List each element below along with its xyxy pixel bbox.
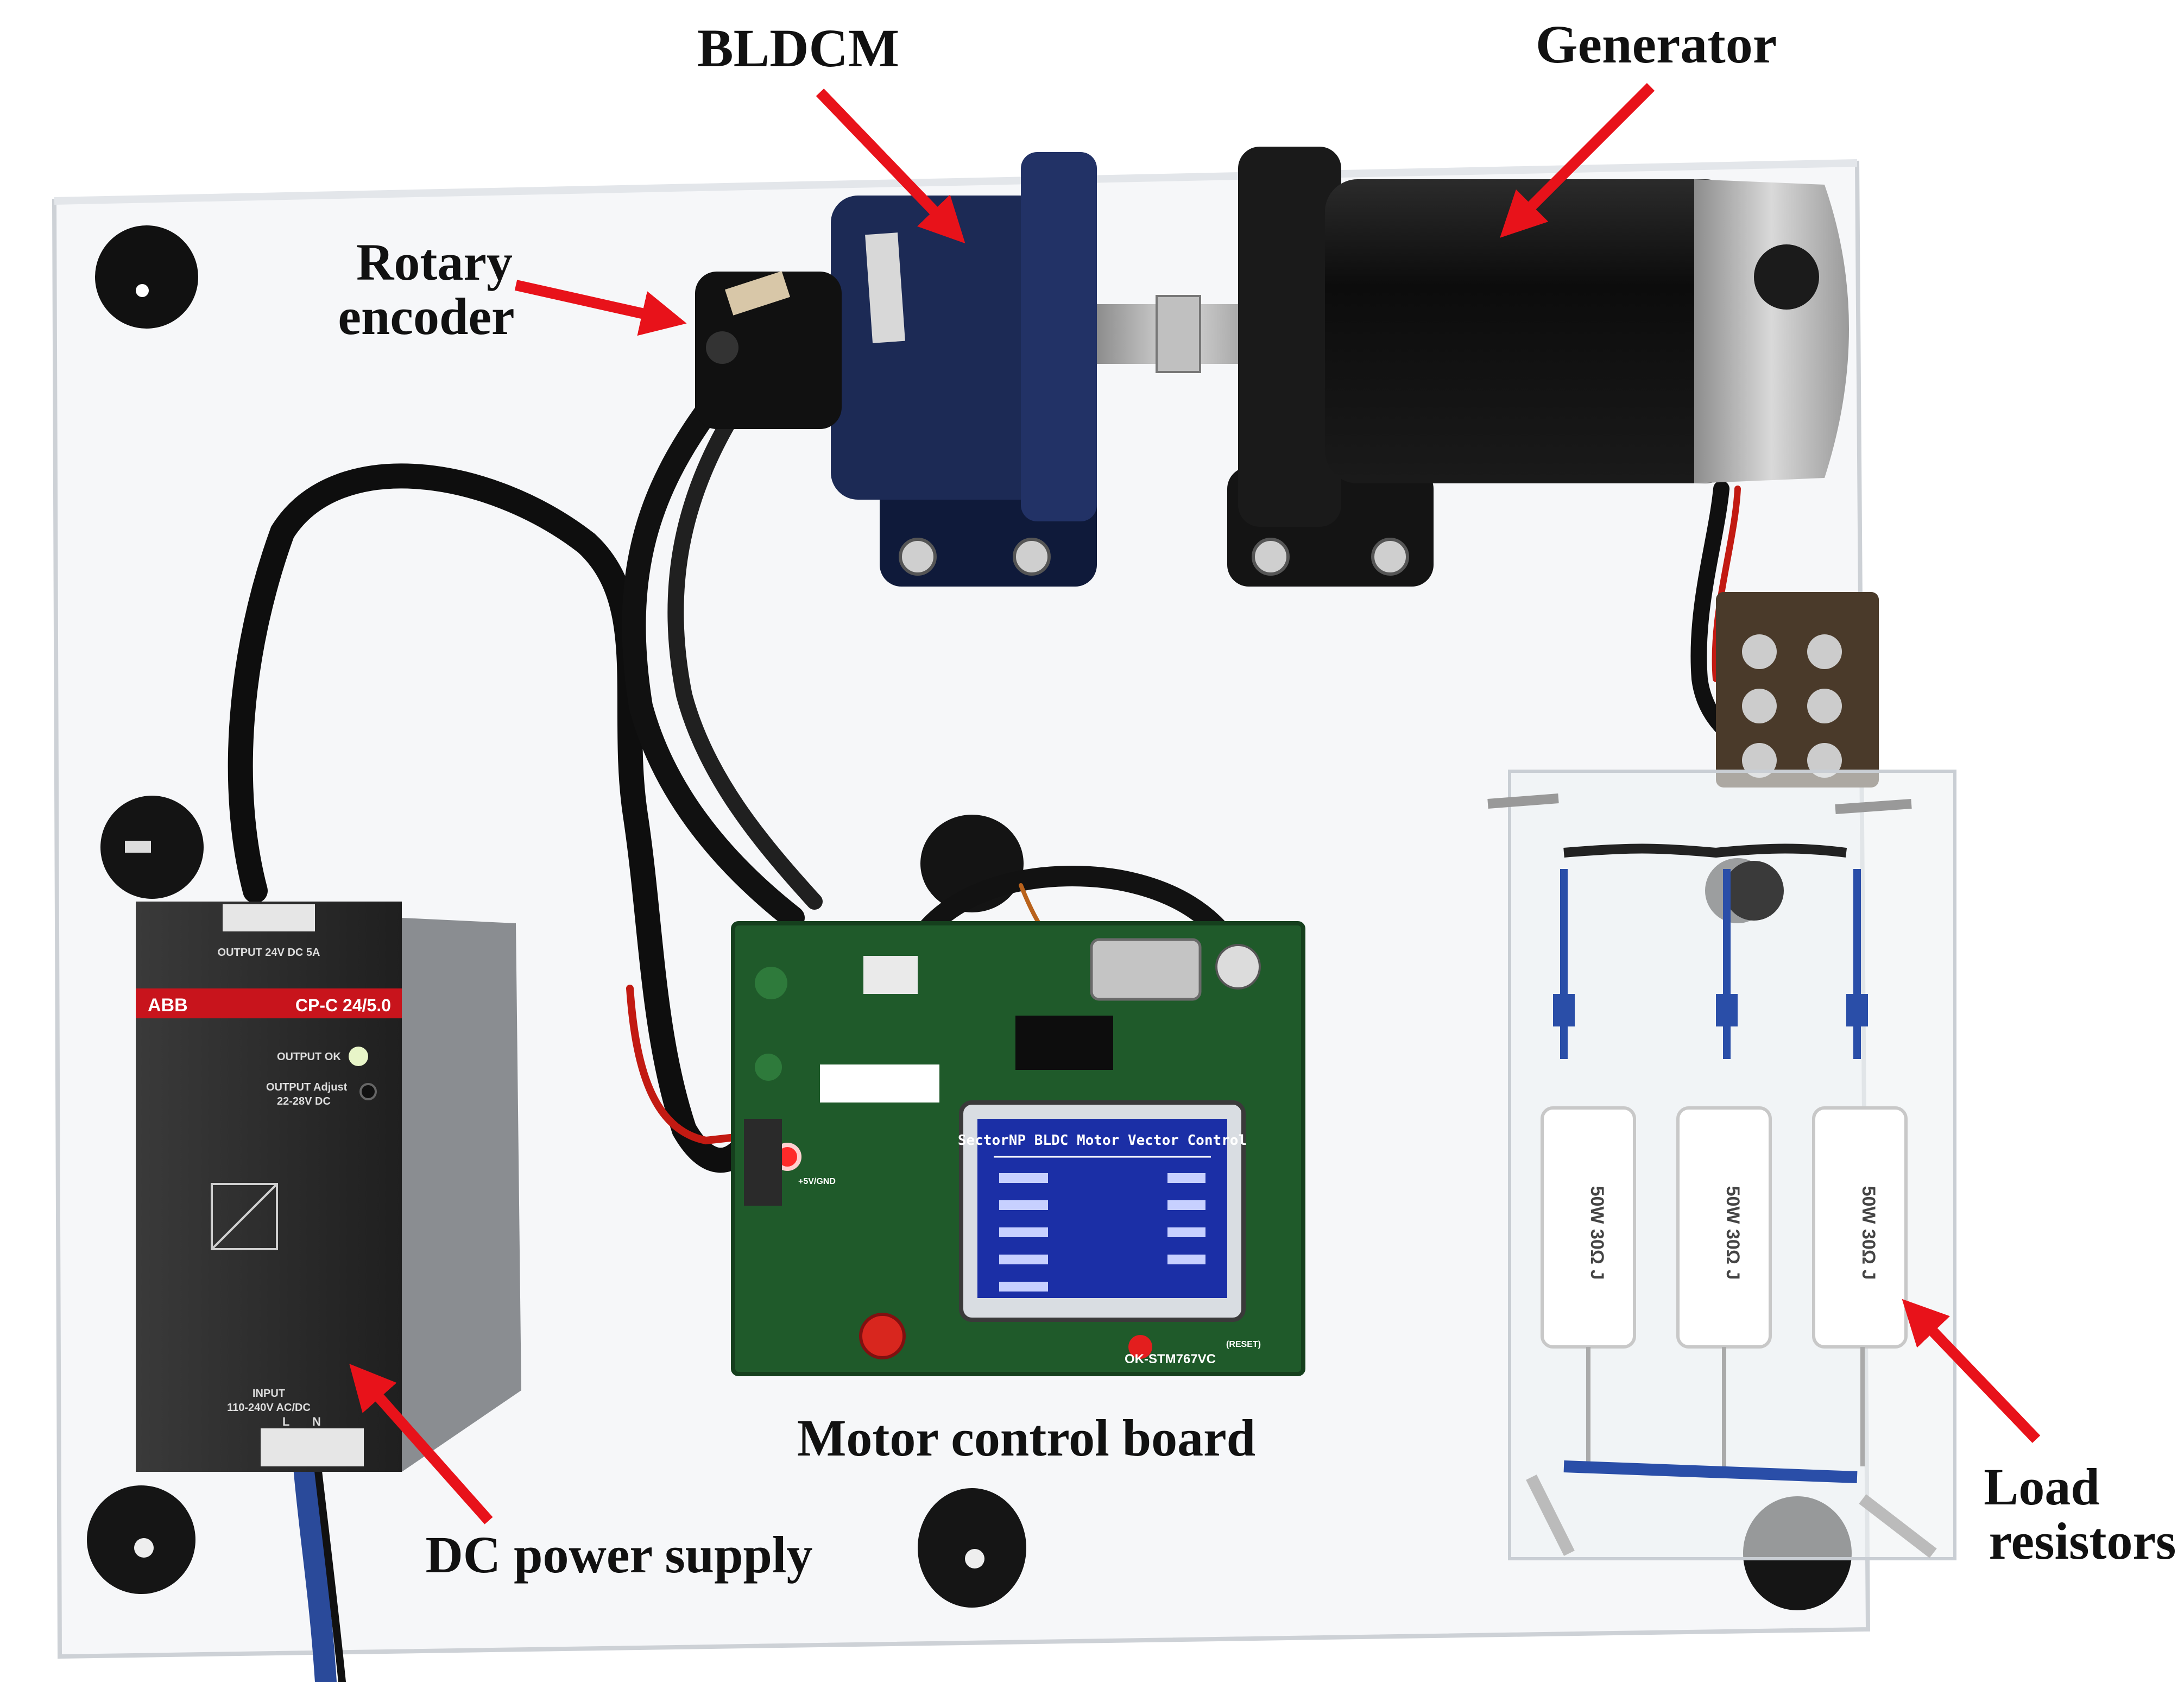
- label-dc-power-supply: DC power supply: [425, 1526, 812, 1584]
- standoff-foot: [918, 1488, 1026, 1608]
- psu-input-label: INPUT: [253, 1388, 285, 1400]
- label-generator: Generator: [1536, 14, 1777, 74]
- label-motor-control-board: Motor control board: [797, 1409, 1255, 1467]
- psu-terminal-l: L: [282, 1415, 289, 1428]
- generator: [1227, 147, 1849, 587]
- psu-adjust-range: 22-28V DC: [277, 1095, 331, 1107]
- load-resistor: 50W 30Ω J: [1541, 869, 1636, 1466]
- arrow-dc-power-supply: [349, 1364, 493, 1524]
- board-reset-label: (RESET): [1226, 1340, 1261, 1349]
- label-rotary-encoder-line1: Rotary: [356, 233, 513, 291]
- load-resistor: 50W 30Ω J: [1676, 869, 1772, 1466]
- arrow-rotary-encoder: [514, 280, 687, 336]
- standoff-foot: [87, 1485, 195, 1594]
- arrow-generator: [1500, 83, 1655, 238]
- psu-model: CP-C 24/5.0: [295, 996, 391, 1015]
- dc-power-supply: ABB CP-C 24/5.0 OUTPUT 24V DC 5A OUTPUT …: [136, 902, 521, 1472]
- psu-output-rating: OUTPUT 24V DC 5A: [218, 947, 320, 959]
- lcd-title: SectorNP BLDC Motor Vector Control: [958, 1132, 1247, 1149]
- psu-input-rating: 110-240V AC/DC: [227, 1402, 311, 1414]
- label-load-resistors-line1: Load: [1984, 1458, 2099, 1516]
- motor-control-board: SectorNP BLDC Motor Vector Control OK-ST…: [731, 921, 1305, 1376]
- rotary-encoder: [695, 271, 842, 429]
- psu-output-ok-label: OUTPUT OK: [277, 1051, 341, 1063]
- load-resistor: 50W 30Ω J: [1812, 869, 1908, 1466]
- resistor-marking: 50W 30Ω J: [1722, 1186, 1743, 1280]
- psu-brand: ABB: [148, 995, 188, 1016]
- motor-cable: [622, 401, 805, 930]
- board-power-label: +5V/GND: [798, 1177, 836, 1186]
- psu-terminal-n: N: [312, 1415, 321, 1428]
- bldc-motor: [831, 152, 1097, 587]
- mains-cable: [293, 1456, 337, 1682]
- annotation-arrows: [349, 83, 2041, 1524]
- label-bldcm: BLDCM: [697, 18, 899, 78]
- board-ribbon-cable: [913, 866, 1248, 966]
- standoff-foot: [95, 225, 198, 329]
- annotation-labels: BLDCM Generator Rotary encoder Motor con…: [338, 14, 2176, 1584]
- arrow-bldcm: [816, 89, 965, 244]
- shaft-coupling: [1097, 295, 1260, 373]
- arrow-load-resistors: [1902, 1299, 2041, 1443]
- label-rotary-encoder-line2: encoder: [338, 287, 514, 345]
- label-load-resistors-line2: resistors: [1989, 1512, 2176, 1570]
- terminal-block: [1716, 592, 1879, 788]
- resistor-marking: 50W 30Ω J: [1858, 1186, 1879, 1280]
- psu-output-adjust-label: OUTPUT Adjust: [266, 1081, 348, 1093]
- standoff-foot: [100, 796, 204, 899]
- load-resistors: 50W 30Ω J 50W 30Ω J 50W 30Ω J: [1541, 869, 1908, 1483]
- board-silkscreen: OK-STM767VC: [1125, 1352, 1216, 1366]
- psu-cable: [228, 463, 767, 1173]
- resistor-marking: 50W 30Ω J: [1587, 1186, 1607, 1280]
- motor-cable: [667, 415, 823, 910]
